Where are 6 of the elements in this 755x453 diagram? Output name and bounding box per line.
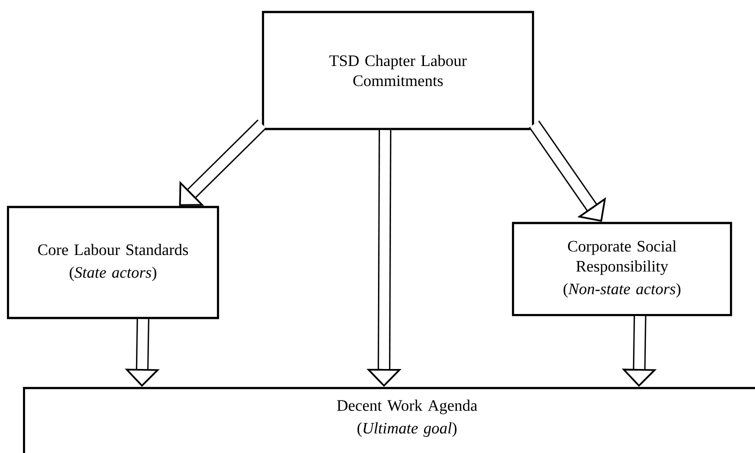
responsibility-box: Corporate Social Responsibility (Non-state actors) <box>512 222 732 316</box>
standards-box: Core Labour Standards (State actors) <box>6 206 220 320</box>
block-arrow <box>179 120 266 206</box>
chapter-box: TSD Chapter Labour Commitments <box>262 10 534 130</box>
goal-box: Decent Work Agenda (Ultimate goal) <box>22 386 755 453</box>
block-arrow <box>528 120 606 222</box>
